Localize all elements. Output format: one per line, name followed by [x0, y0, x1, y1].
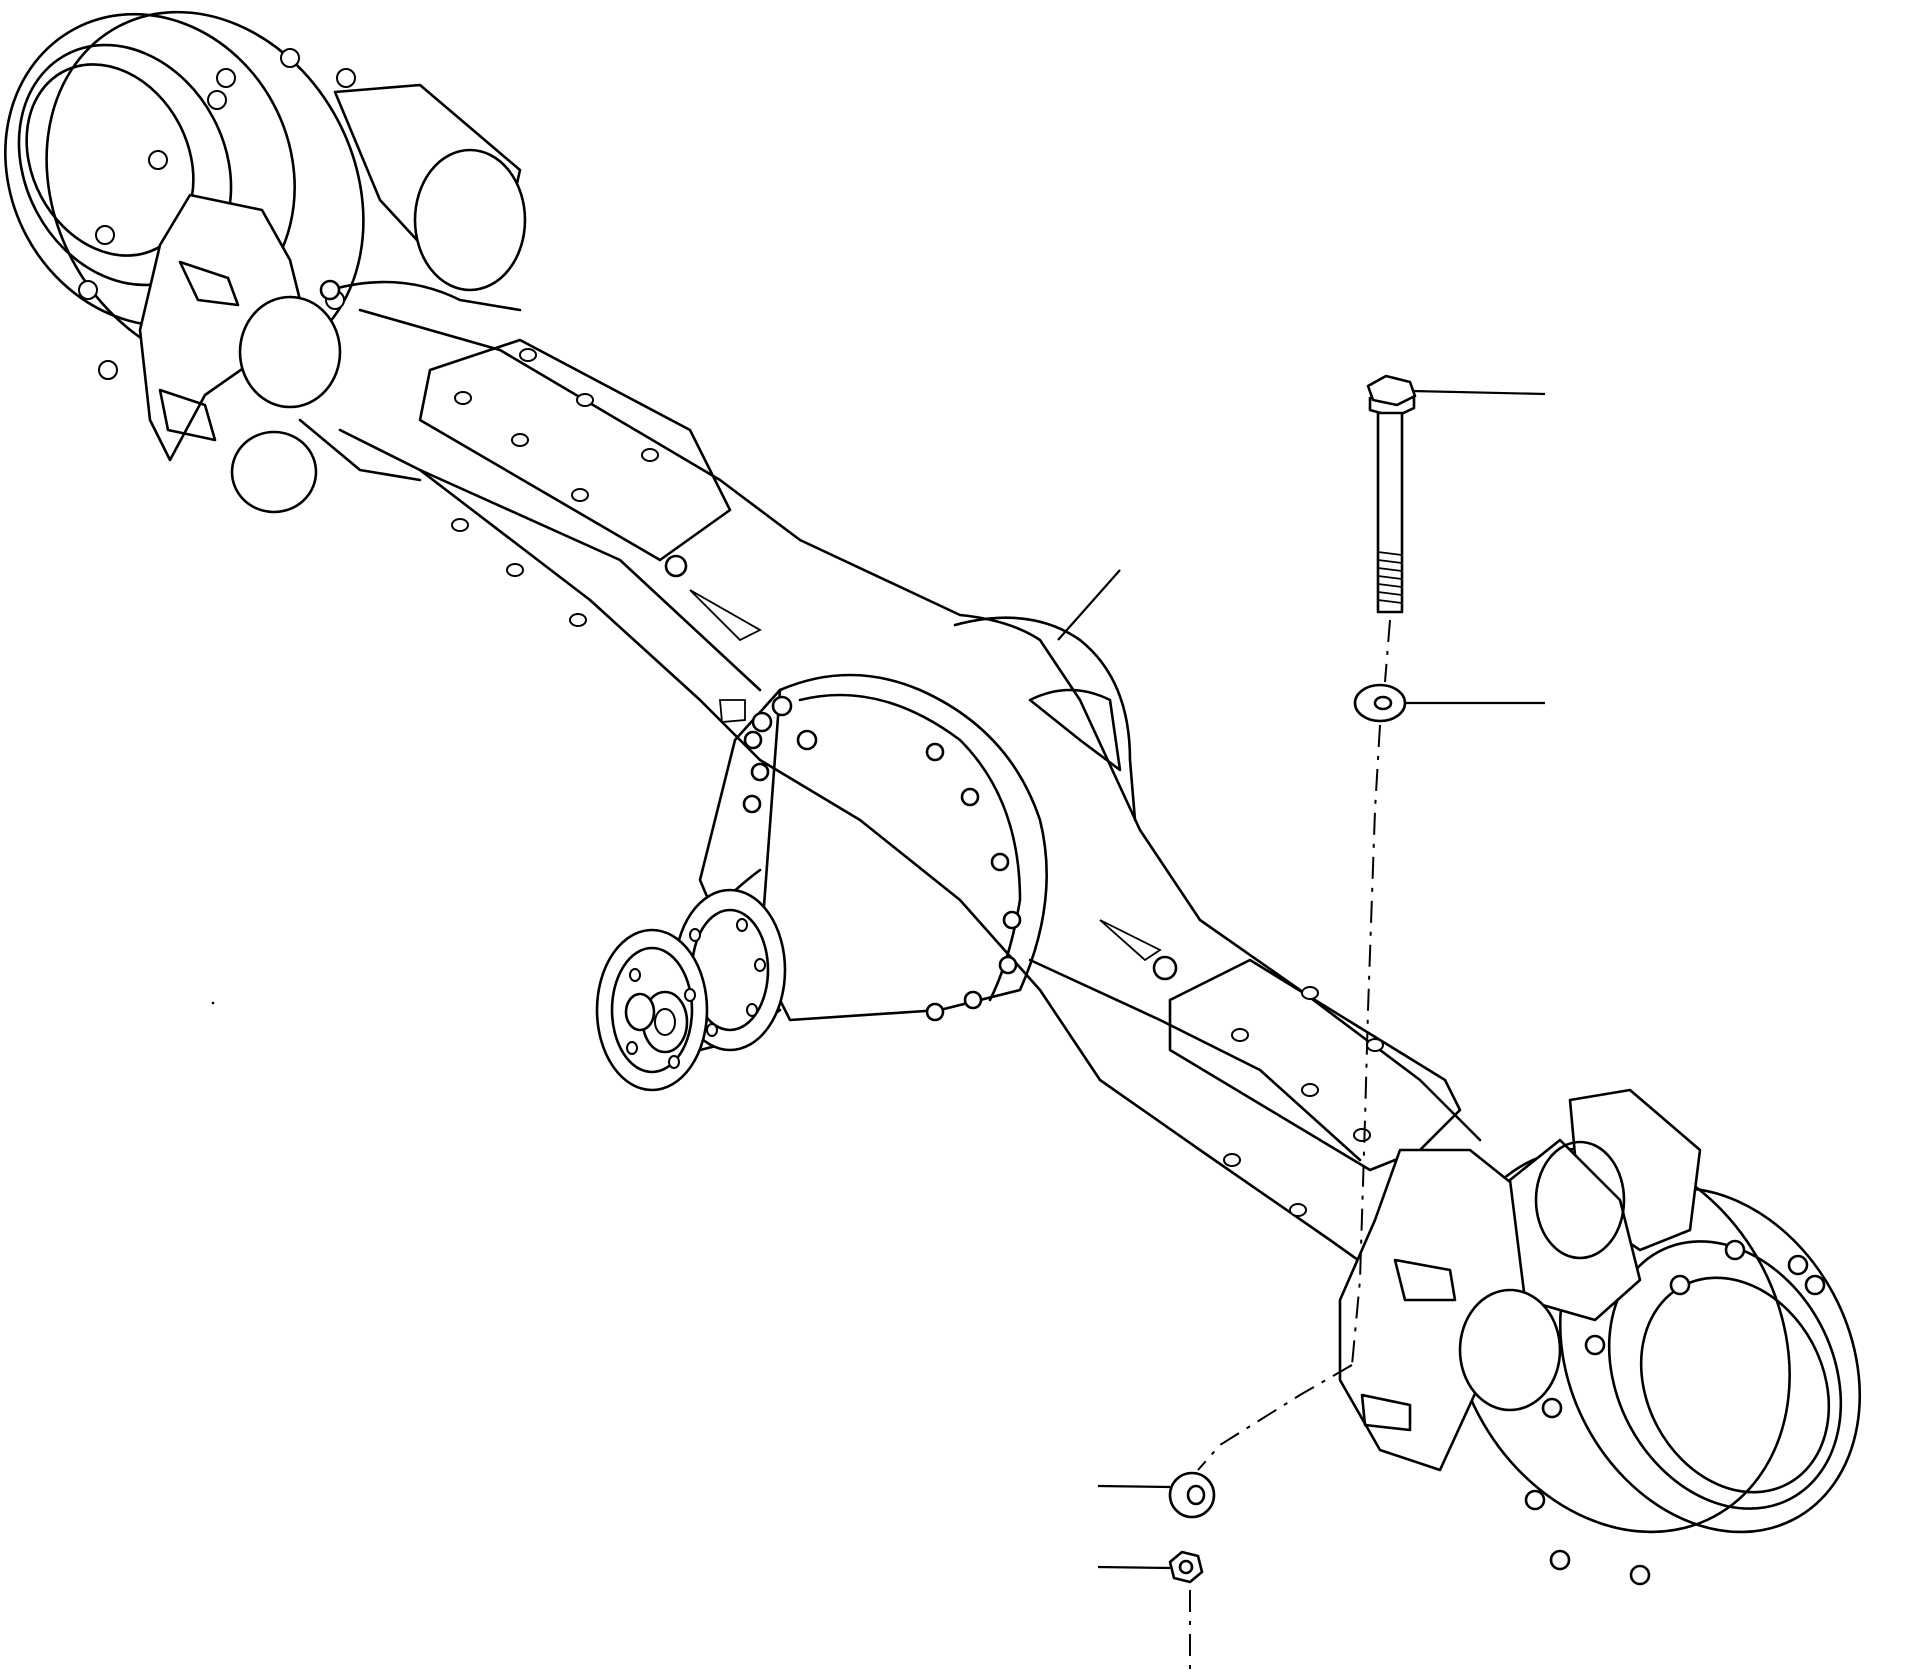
axle-beam: [338, 308, 1482, 1292]
mounting-pad-left: [418, 338, 762, 642]
bolt: [1366, 374, 1417, 614]
washer-upper: [1353, 683, 1407, 723]
wheel-hub-right: [1338, 1088, 1862, 1586]
assembly-centerline: [1189, 619, 1391, 1670]
pinion-flange: [595, 888, 787, 1092]
washer-lower: [1168, 1471, 1216, 1519]
nut: [1168, 1550, 1204, 1584]
wheel-hub-left: [4, 10, 527, 514]
callout-leaders: [1057, 389, 1546, 1570]
